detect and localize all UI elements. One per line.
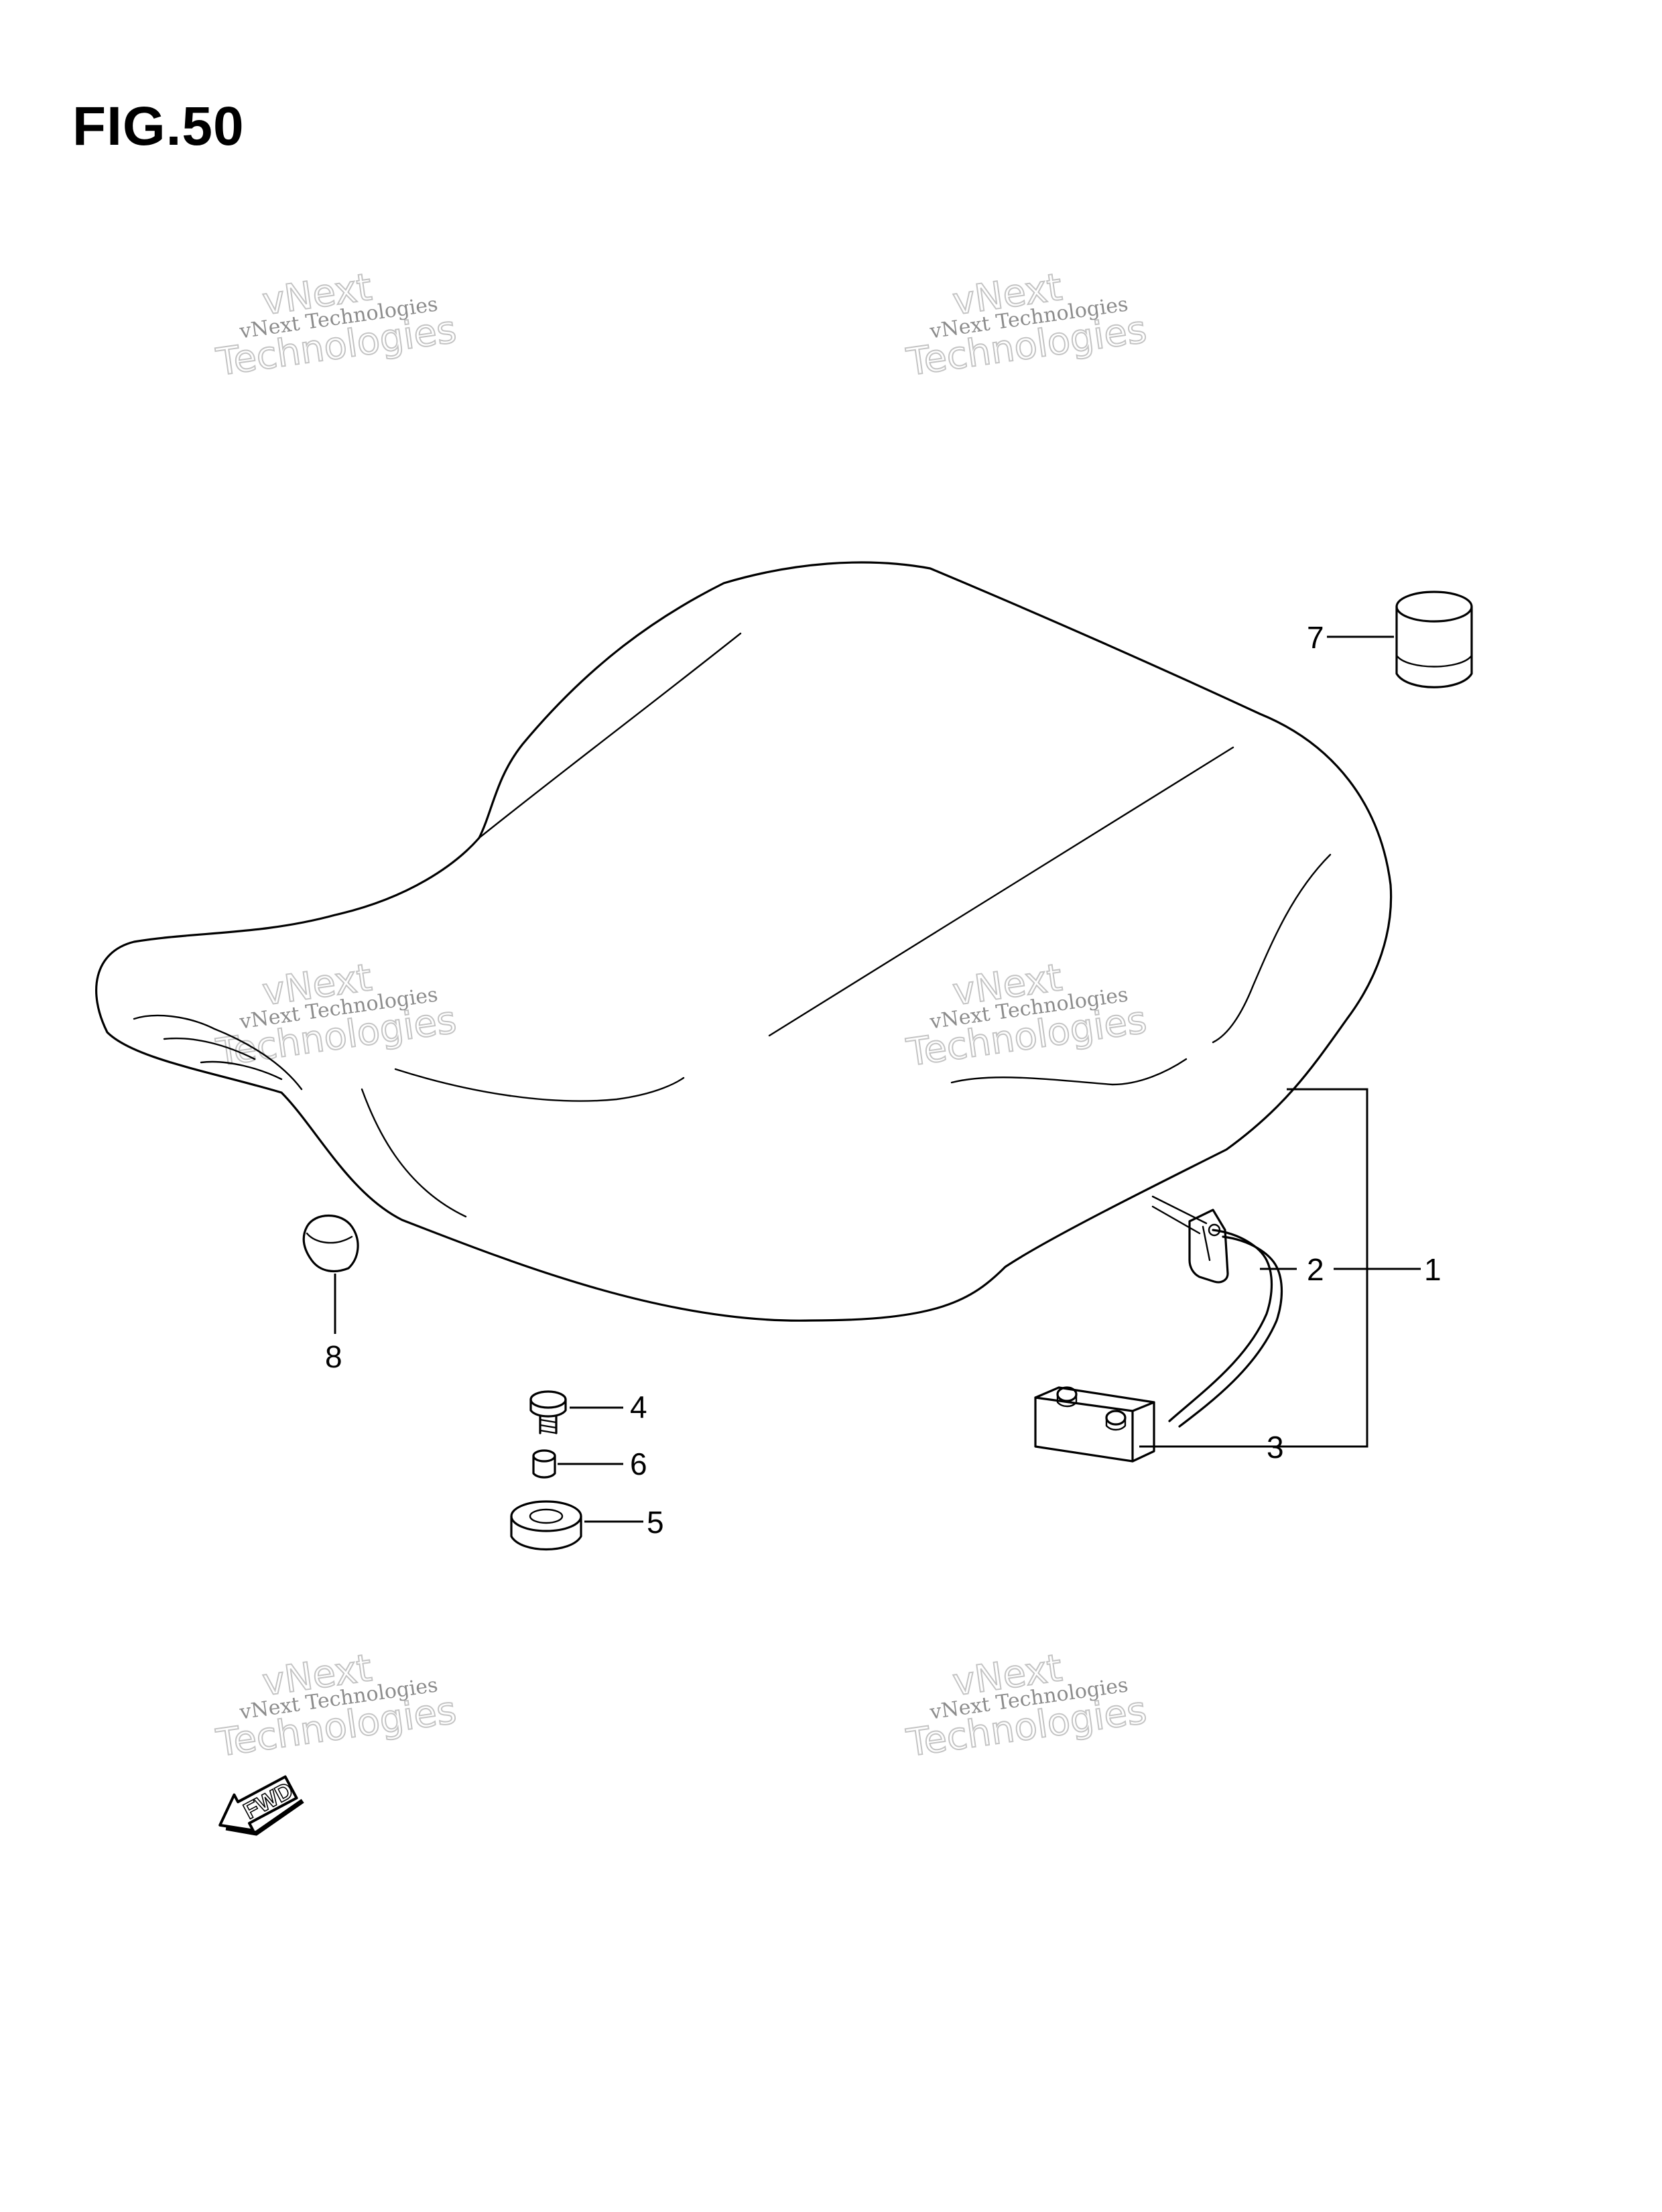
watermark: vNext Technologies vNext Technologies <box>903 265 1150 385</box>
callout-5: 5 <box>647 1505 664 1540</box>
seat-rear-edge-curve <box>950 1058 1188 1086</box>
watermark: vNext Technologies vNext Technologies <box>903 955 1150 1076</box>
seat-side-seam <box>394 1068 685 1102</box>
fwd-arrow-icon <box>218 1775 298 1832</box>
callout-4: 4 <box>630 1390 647 1424</box>
callout-7: 7 <box>1307 620 1324 655</box>
callout-3: 3 <box>1267 1430 1284 1465</box>
bushing <box>532 1449 556 1479</box>
watermark: vNext Technologies vNext Technologies <box>213 265 460 385</box>
seat-outline <box>95 561 1393 1322</box>
watermark: vNext Technologies vNext Technologies <box>903 1646 1150 1766</box>
figure-title: FIG.50 <box>72 96 245 157</box>
seat-rider-seam <box>768 746 1234 1037</box>
callout-8: 8 <box>325 1339 342 1374</box>
callout-6: 6 <box>630 1447 647 1481</box>
fwd-arrow-badge: FWD <box>218 1775 304 1836</box>
cushion-ring <box>510 1500 582 1551</box>
seat-nose-pattern <box>133 1014 303 1091</box>
leader-1-bracket <box>1143 1088 1368 1448</box>
watermark: vNext Technologies vNext Technologies <box>213 955 460 1076</box>
seat-nose-pattern <box>163 1037 256 1060</box>
seat-hook-cable <box>1151 1195 1283 1428</box>
callout-2: 2 <box>1307 1252 1324 1287</box>
seat-bottom-fold <box>361 1088 467 1218</box>
callout-1: 1 <box>1424 1252 1442 1287</box>
seat-front-ridge <box>478 632 742 839</box>
grommet <box>302 1214 359 1273</box>
seat-right-side-seam <box>1212 853 1332 1044</box>
cap <box>1395 591 1473 688</box>
watermark: vNext Technologies vNext Technologies <box>213 1646 460 1766</box>
seat-nose-pattern <box>200 1060 283 1081</box>
leader-lines <box>334 635 1421 1523</box>
seat-drawing <box>95 561 1393 1322</box>
bolt <box>529 1390 567 1434</box>
seat-damper-block <box>1034 1386 1155 1463</box>
